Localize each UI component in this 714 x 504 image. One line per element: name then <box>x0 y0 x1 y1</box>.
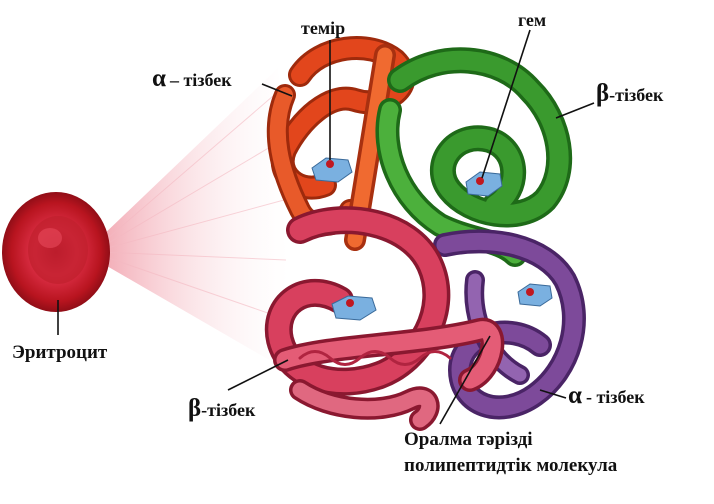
leader-line-heme <box>481 29 531 179</box>
beta-chain-bottom <box>264 206 505 431</box>
label-heme: гем <box>518 10 547 30</box>
beta-symbol: β <box>188 395 202 422</box>
alpha-symbol: α <box>568 382 582 409</box>
label-helix-line-1: Оралма тәрізді <box>404 429 533 450</box>
magnification-cone <box>100 68 290 372</box>
beta-symbol: β <box>596 80 610 107</box>
chain-word: -тізбек <box>609 85 664 105</box>
heme-group <box>331 295 377 321</box>
label-beta-chain-top: β-тізбек <box>596 81 663 106</box>
erythrocyte-cell <box>2 192 110 312</box>
heme-group <box>465 171 503 197</box>
label-alpha-chain-bottom: α - тізбек <box>568 383 645 408</box>
leader-lines <box>57 29 595 425</box>
chain-word: -тізбек <box>201 400 256 420</box>
heme-group <box>517 283 553 307</box>
leader-line-alpha-top <box>261 83 293 97</box>
alpha-symbol: α <box>152 65 166 92</box>
leader-line-beta-bottom <box>227 359 289 391</box>
chain-word: – тізбек <box>169 70 232 90</box>
label-erythrocyte: Эритроцит <box>12 342 108 363</box>
label-beta-chain-bottom: β-тізбек <box>188 396 255 421</box>
leader-line-alpha-bottom <box>539 389 567 399</box>
heme-groups <box>311 157 553 321</box>
leader-line-helix <box>439 335 491 425</box>
label-helix-line-2: полипептидтік молекула <box>404 455 618 476</box>
cone-rays <box>99 89 289 321</box>
chain-word: - тізбек <box>585 387 645 407</box>
label-alpha-chain-top: α – тізбек <box>152 66 232 91</box>
leader-line-beta-top <box>555 102 595 119</box>
heme-group <box>311 157 353 183</box>
label-iron: темір <box>301 18 346 38</box>
